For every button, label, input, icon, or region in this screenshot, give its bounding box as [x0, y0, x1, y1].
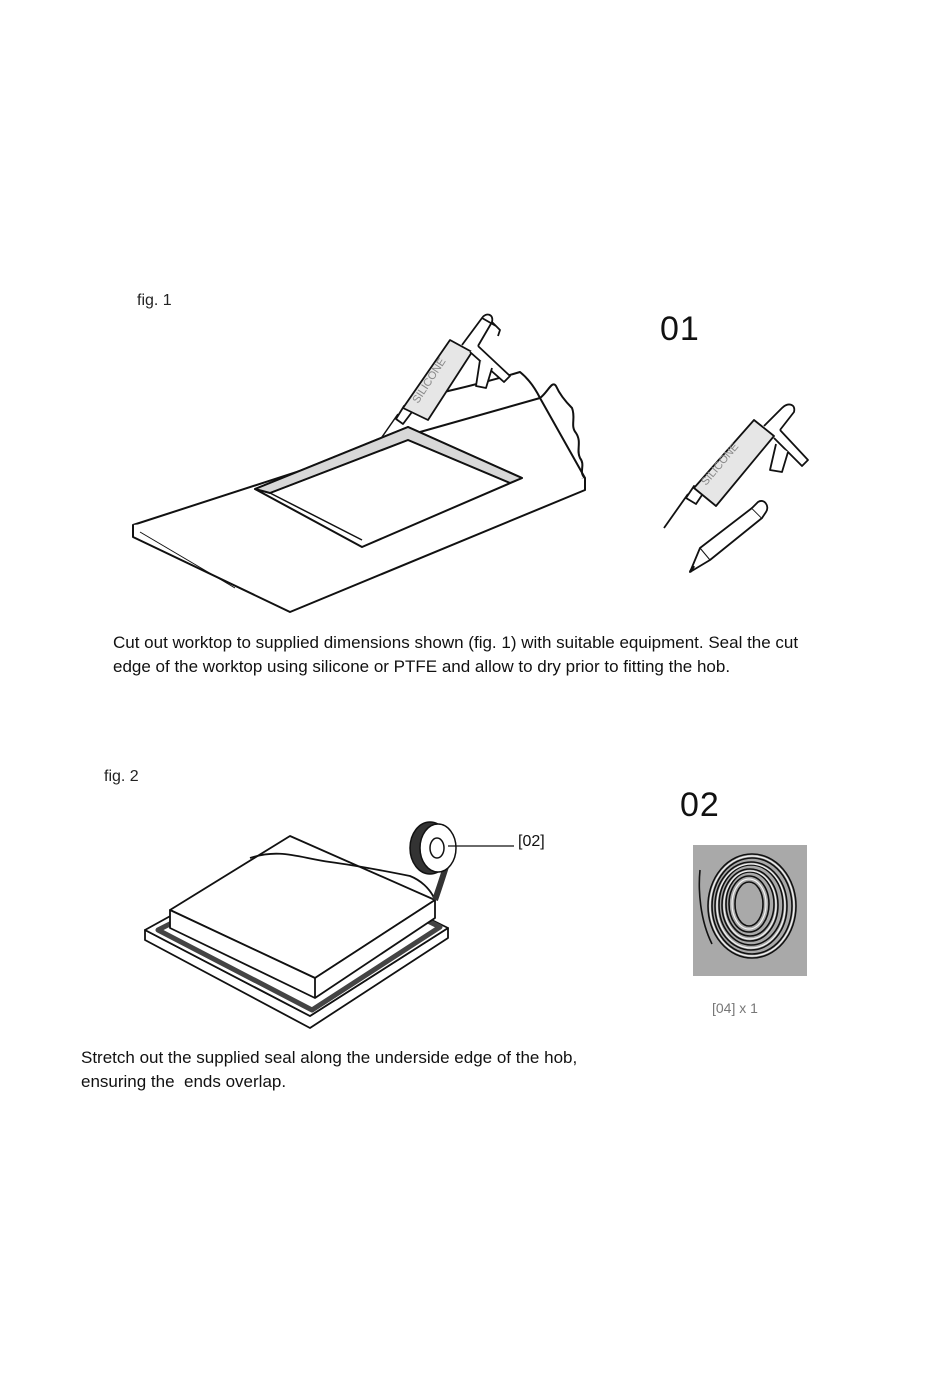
coiled-seal-panel [693, 845, 807, 976]
pencil-icon [688, 500, 769, 573]
seal-callout-label: [02] [518, 833, 545, 850]
instruction-step-1-line-1: Cut out worktop to supplied dimensions s… [113, 633, 799, 652]
step-number-01: 01 [660, 310, 700, 348]
fig2-label: fig. 2 [104, 768, 139, 785]
instruction-step-2-line-1: Stretch out the supplied seal along the … [81, 1048, 578, 1067]
seal-tape-roll-icon [409, 821, 457, 875]
step-number-02: 02 [680, 786, 720, 824]
worktop-cutout-illustration: SILICONE SILICONE [132, 313, 809, 613]
silicone-gun-tool-icon [663, 403, 809, 529]
seal-quantity-label: [04] x 1 [712, 1000, 758, 1016]
instruction-step-2-line-2: ensuring the ends overlap. [81, 1072, 287, 1091]
instruction-step-1: Cut out worktop to supplied dimensions s… [113, 631, 913, 679]
instruction-step-2: Stretch out the supplied seal along the … [81, 1046, 781, 1094]
fig1-label: fig. 1 [137, 292, 172, 309]
instruction-step-1-line-2: edge of the worktop using silicone or PT… [113, 657, 731, 676]
